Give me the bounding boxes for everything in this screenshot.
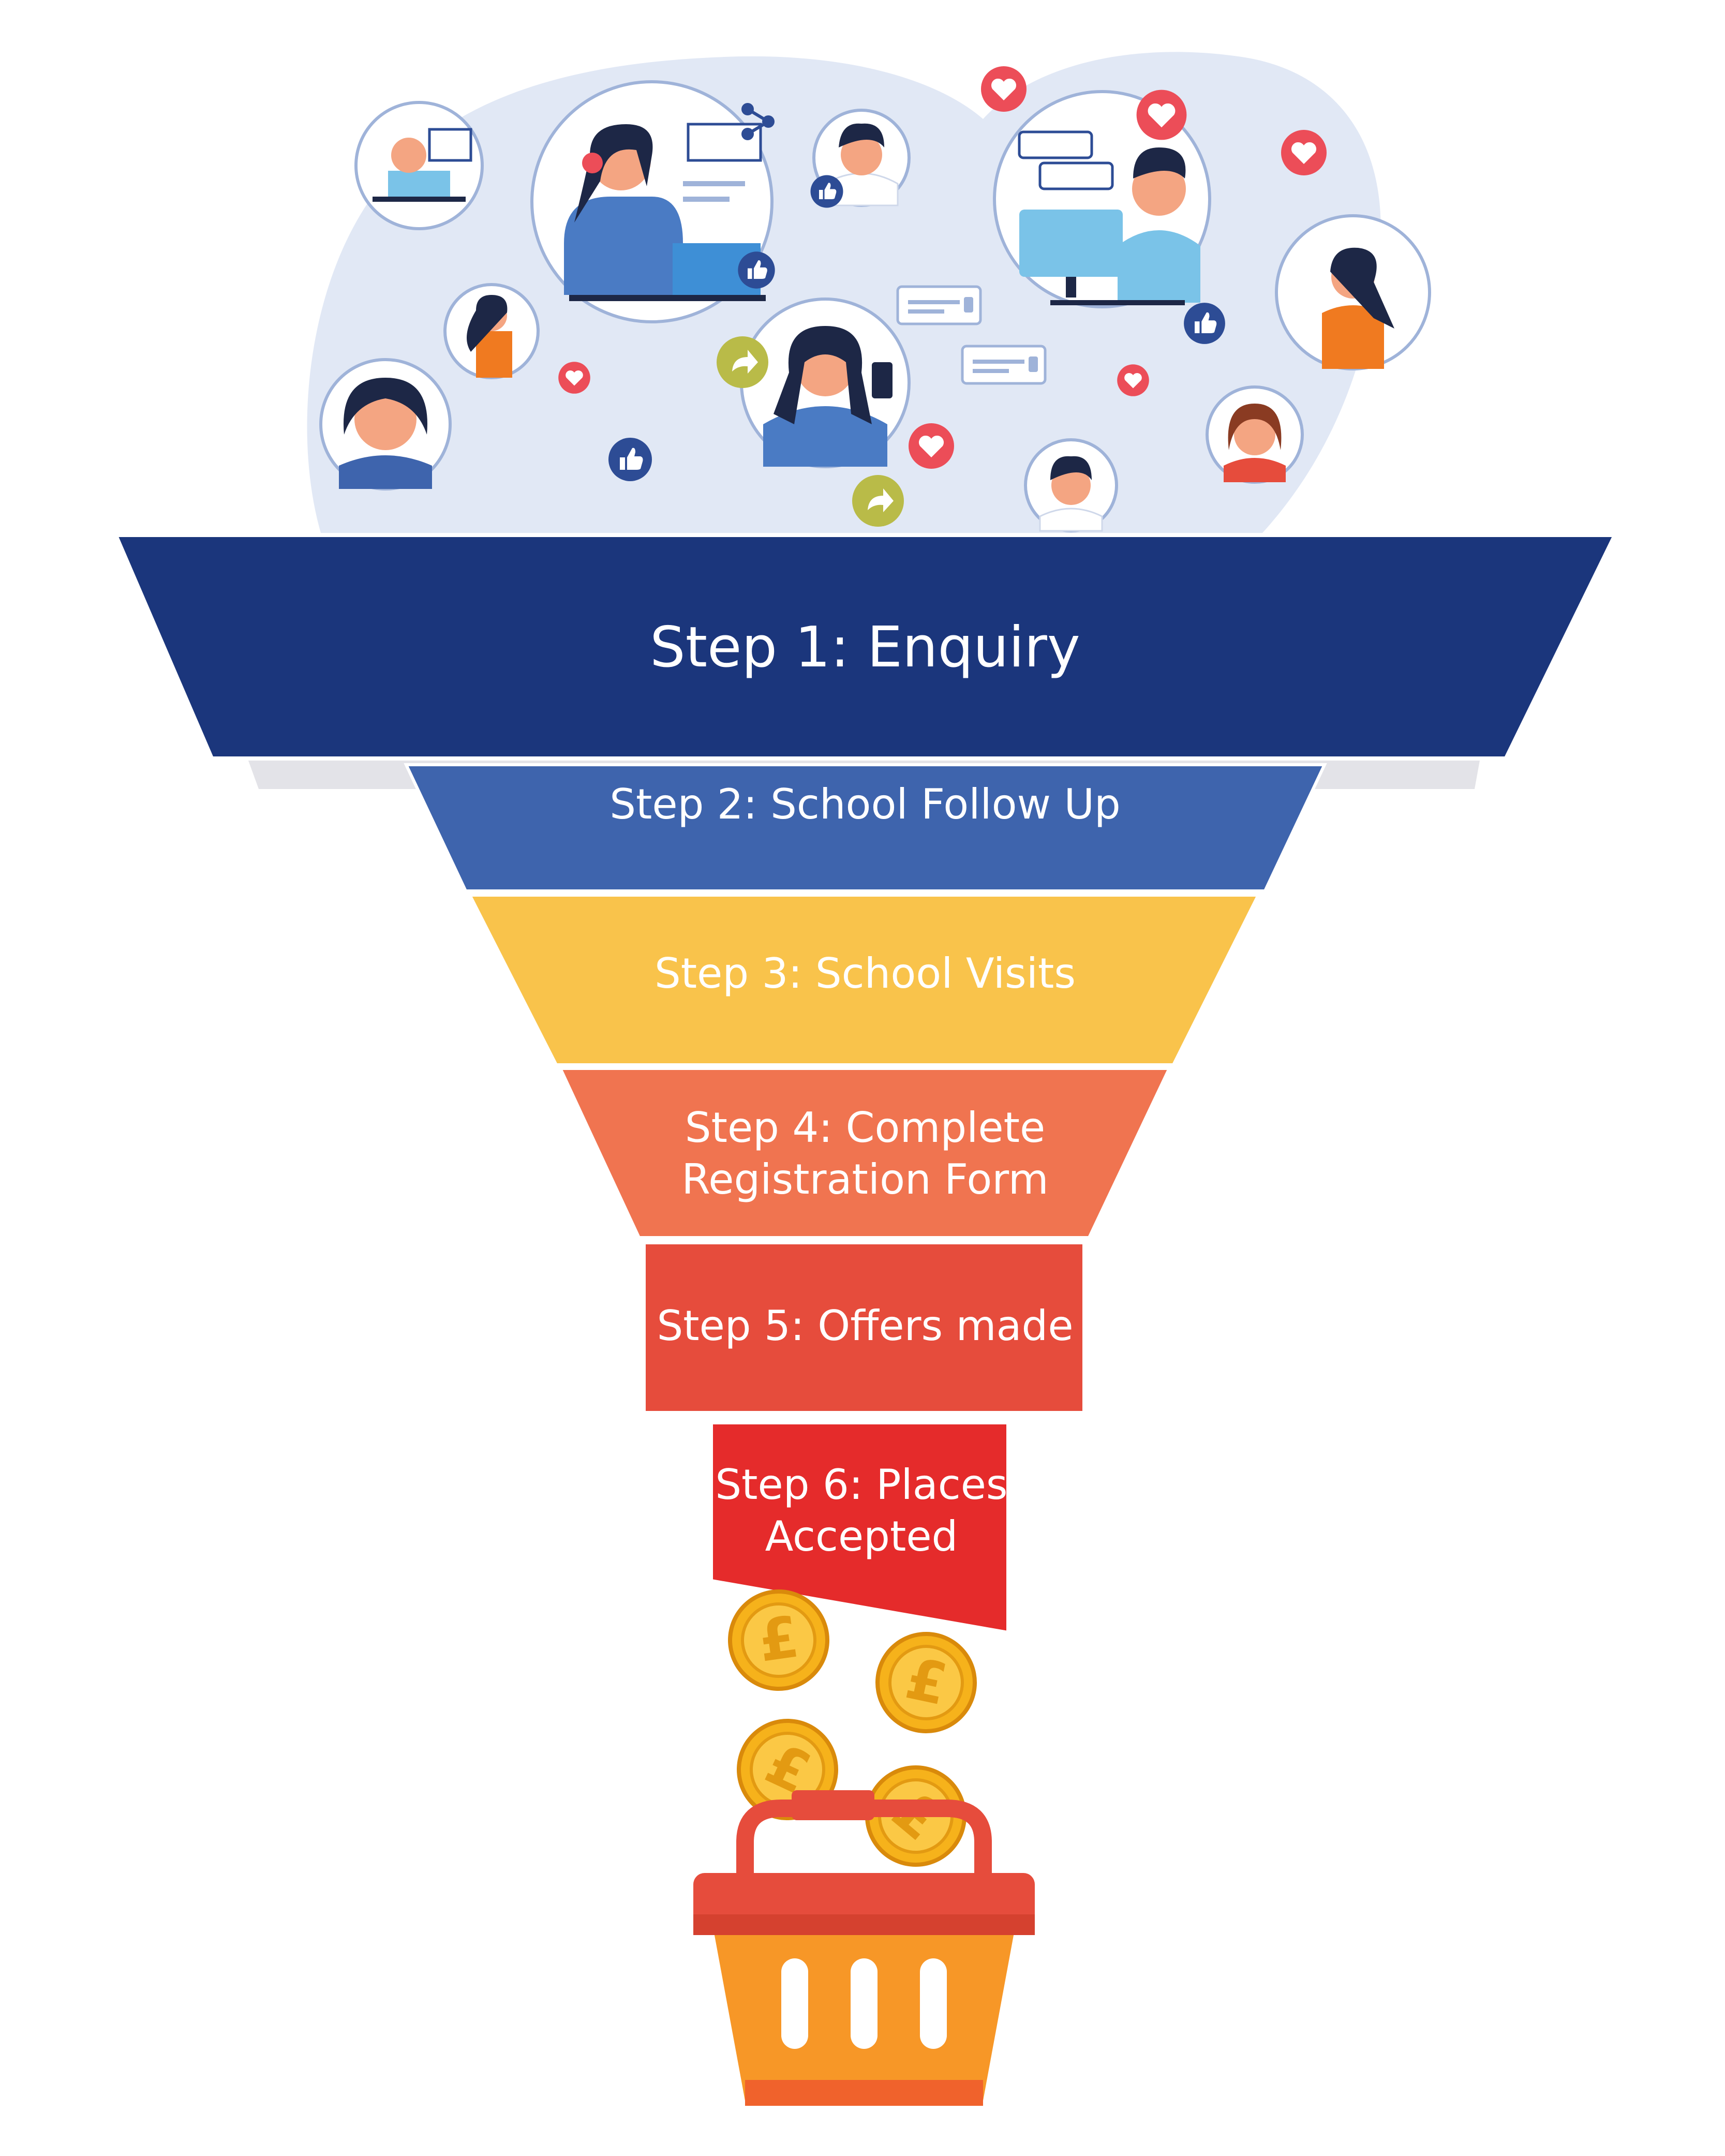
avatar-icon bbox=[993, 90, 1211, 308]
funnel-stage-2-label: Step 2: School Follow Up bbox=[609, 780, 1121, 828]
pound-coin-icon bbox=[866, 1623, 986, 1743]
avatar-icon bbox=[319, 358, 452, 490]
share-icon bbox=[852, 475, 904, 527]
heart-icon bbox=[1281, 130, 1327, 175]
funnel-stage-5 bbox=[643, 1241, 1085, 1414]
funnel-stage-6 bbox=[710, 1421, 1009, 1634]
funnel-stage-3 bbox=[467, 894, 1261, 1066]
heart-icon bbox=[1136, 90, 1187, 140]
avatar-icon bbox=[354, 101, 484, 230]
thumbs-up-icon bbox=[810, 175, 843, 208]
funnel-stage-6-label: Step 6: Places bbox=[715, 1461, 1007, 1509]
heart-icon bbox=[1117, 364, 1149, 396]
funnel-stage-3-label: Step 3: School Visits bbox=[655, 949, 1076, 998]
avatar-icon bbox=[530, 80, 774, 323]
funnel-stage-4 bbox=[558, 1067, 1172, 1239]
funnel-stage-4-label: Registration Form bbox=[681, 1155, 1048, 1203]
avatar-icon bbox=[443, 283, 540, 379]
share-icon bbox=[717, 336, 768, 388]
funnel-stage-1 bbox=[114, 534, 1617, 760]
funnel-stage-2 bbox=[404, 763, 1327, 893]
heart-icon bbox=[909, 423, 954, 469]
avatar-circle-group bbox=[319, 80, 1431, 532]
network-share-icon bbox=[741, 103, 775, 140]
shopping-basket-icon bbox=[693, 1790, 1035, 2106]
funnel-stage-4-label: Step 4: Complete bbox=[685, 1104, 1045, 1152]
heart-icon bbox=[558, 362, 590, 394]
avatar-icon bbox=[1275, 214, 1431, 370]
chat-bubble-icon bbox=[898, 287, 980, 324]
coins bbox=[720, 1583, 987, 1887]
avatar-icon bbox=[1024, 438, 1118, 532]
funnel-stage-6-label: Accepted bbox=[765, 1512, 958, 1560]
thumbs-up-icon bbox=[608, 438, 652, 481]
chat-bubble-icon bbox=[962, 346, 1045, 383]
funnel-stage-1-label: Step 1: Enquiry bbox=[650, 615, 1080, 680]
heart-icon bbox=[981, 66, 1027, 112]
avatar-icon bbox=[740, 298, 911, 468]
funnel-stage-5-label: Step 5: Offers made bbox=[657, 1302, 1073, 1350]
social-icons bbox=[558, 66, 1327, 527]
thumbs-up-icon bbox=[738, 251, 775, 289]
avatar-icon bbox=[1206, 385, 1304, 484]
thumbs-up-icon bbox=[1184, 303, 1225, 344]
